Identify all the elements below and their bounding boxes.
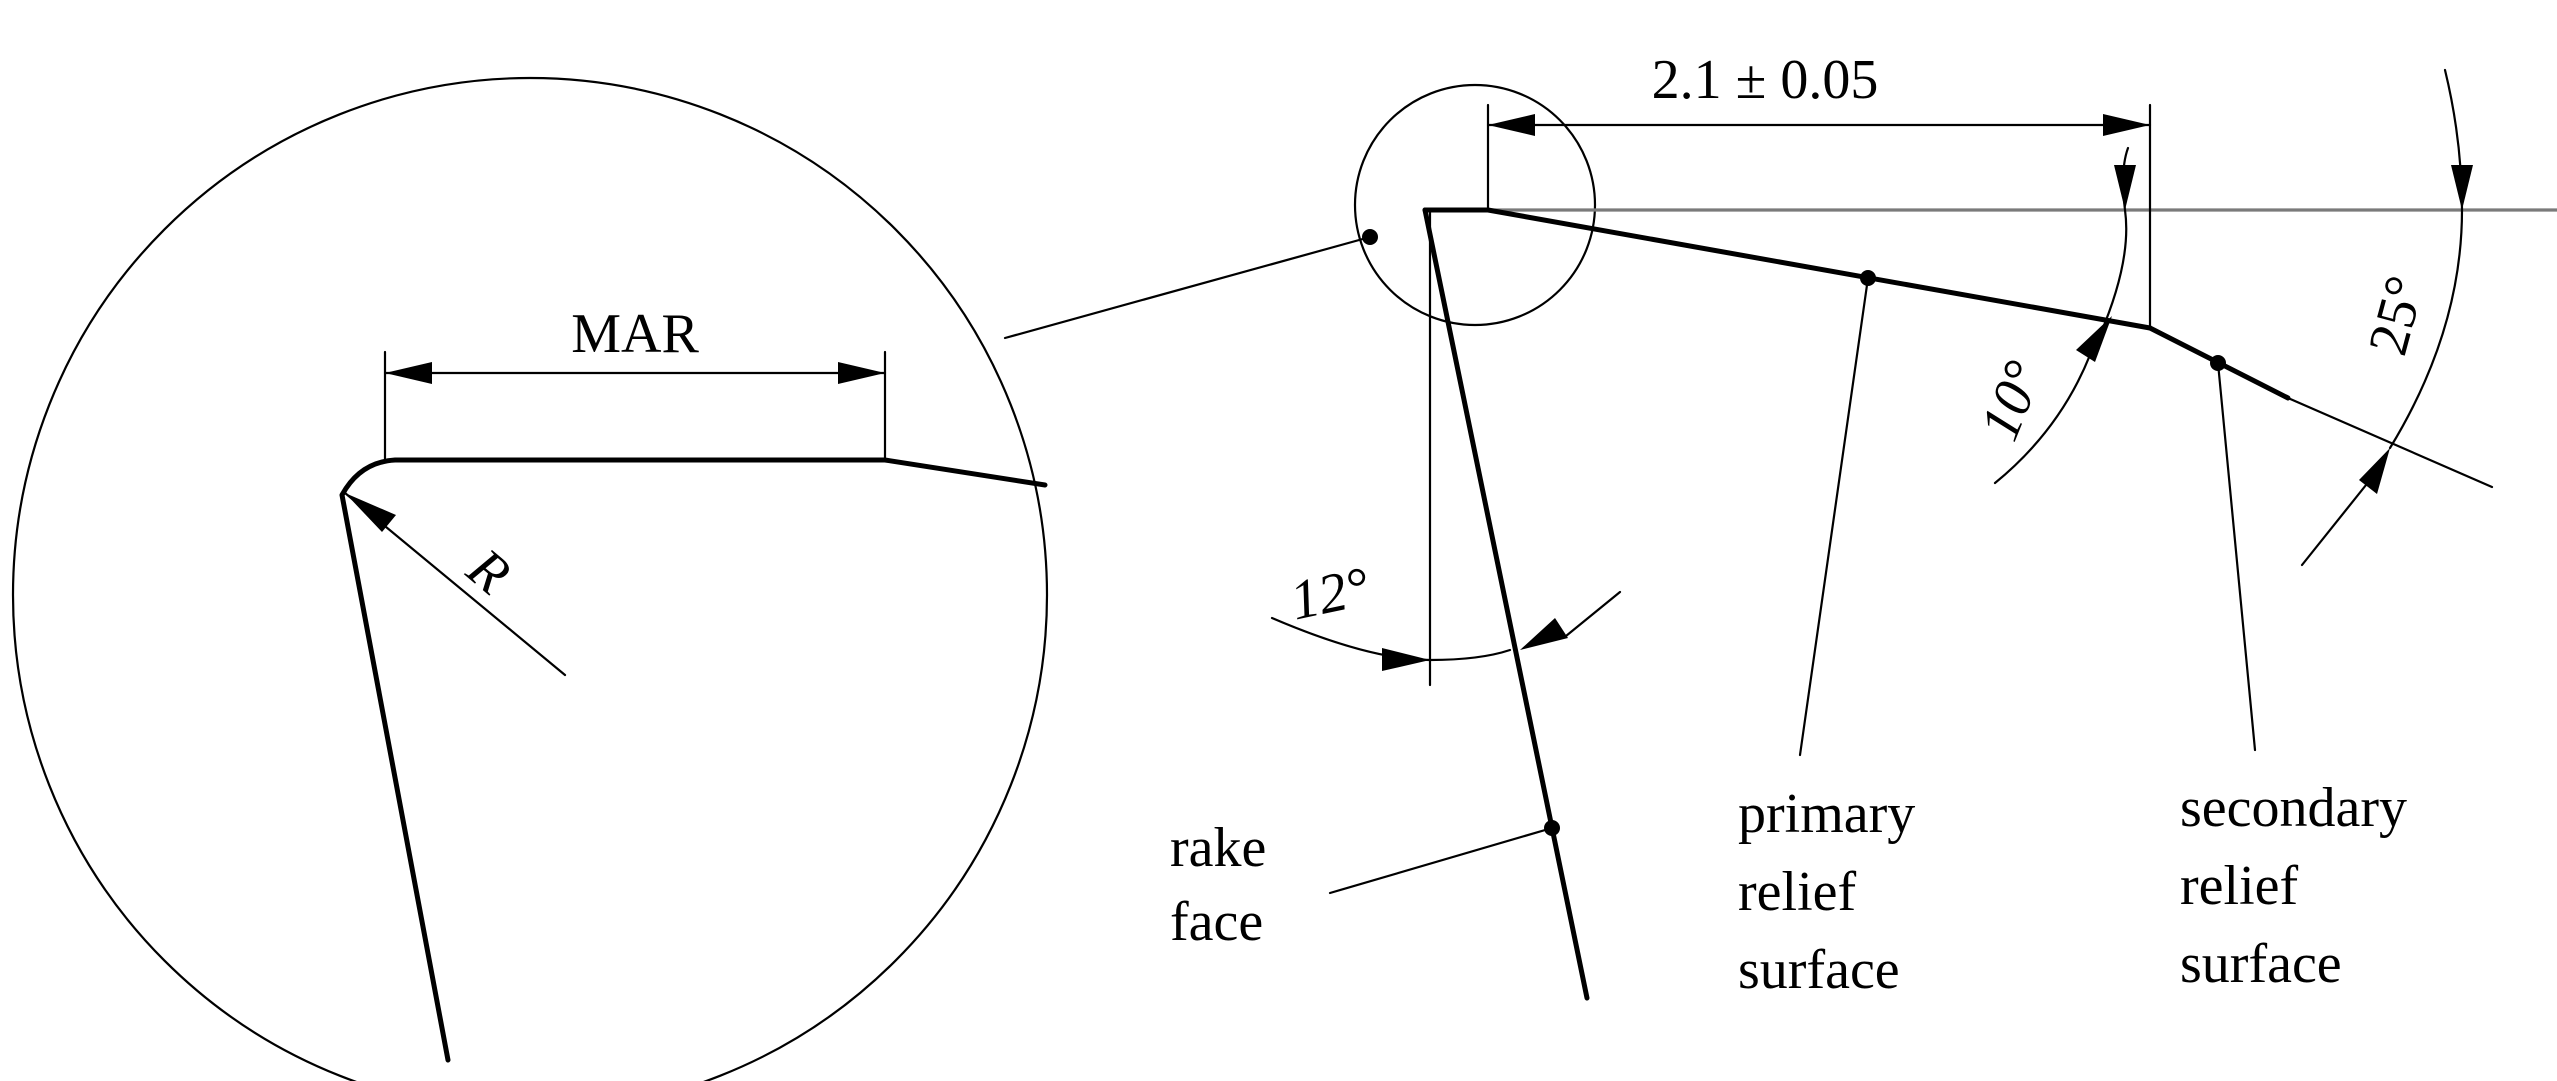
radius-arrow (345, 493, 396, 532)
secondary-relief-leader (2216, 361, 2257, 752)
primary-relief-leader (1798, 276, 1870, 757)
secondary-angle-arc-upper (2388, 68, 2464, 450)
mar-arrow-left (385, 362, 432, 384)
secondary-angle-label: 25° (2357, 270, 2437, 362)
primary-relief-label-line1: primary (1738, 783, 1915, 845)
rake-angle-label: 12° (1285, 556, 1375, 633)
secondary-relief-label-line2: relief (2180, 855, 2298, 917)
rake-angle-leader-right (1564, 590, 1622, 638)
secondary-relief-dot (2210, 355, 2226, 371)
rake-angle-arrow-left (1382, 648, 1430, 671)
detail-circle (12, 77, 1048, 1081)
primary-relief-dot (1860, 270, 1876, 286)
primary-relief-label-line2: relief (1738, 861, 1856, 923)
primary-angle-arrow-top (2114, 165, 2136, 210)
rake-face-edge (1422, 207, 1590, 1001)
secondary-relief-label-line3: surface (2180, 933, 2342, 995)
mar-arrow-right (838, 362, 885, 384)
length-dimension-label: 2.1 ± 0.05 (1652, 49, 1879, 111)
secondary-angle-arrow-top (2451, 165, 2473, 210)
primary-angle-arrow-bottom (2076, 316, 2112, 362)
detail-leader-line (1003, 235, 1372, 340)
rake-face-label-line1: rake (1170, 817, 1266, 879)
rake-face-dot (1544, 820, 1560, 836)
secondary-relief-extension (2286, 396, 2494, 489)
length-arrow-right (2103, 114, 2150, 136)
secondary-relief-label-line1: secondary (2180, 777, 2407, 839)
rake-face-label-line2: face (1170, 891, 1263, 953)
length-arrow-left (1488, 114, 1535, 136)
detail-tool-edge (339, 457, 1048, 1063)
primary-relief-edge (1485, 207, 2153, 331)
primary-relief-label-line3: surface (1738, 939, 1900, 1001)
secondary-angle-arrow-bottom (2359, 448, 2390, 494)
rake-face-leader (1328, 826, 1554, 895)
rake-angle-arrow-right (1520, 618, 1568, 650)
radius-label: R (455, 536, 522, 606)
tip-circle (1353, 83, 1597, 327)
detail-leader-dot (1362, 229, 1378, 245)
secondary-angle-leader-lower (2300, 478, 2372, 567)
mar-label: MAR (571, 303, 699, 365)
